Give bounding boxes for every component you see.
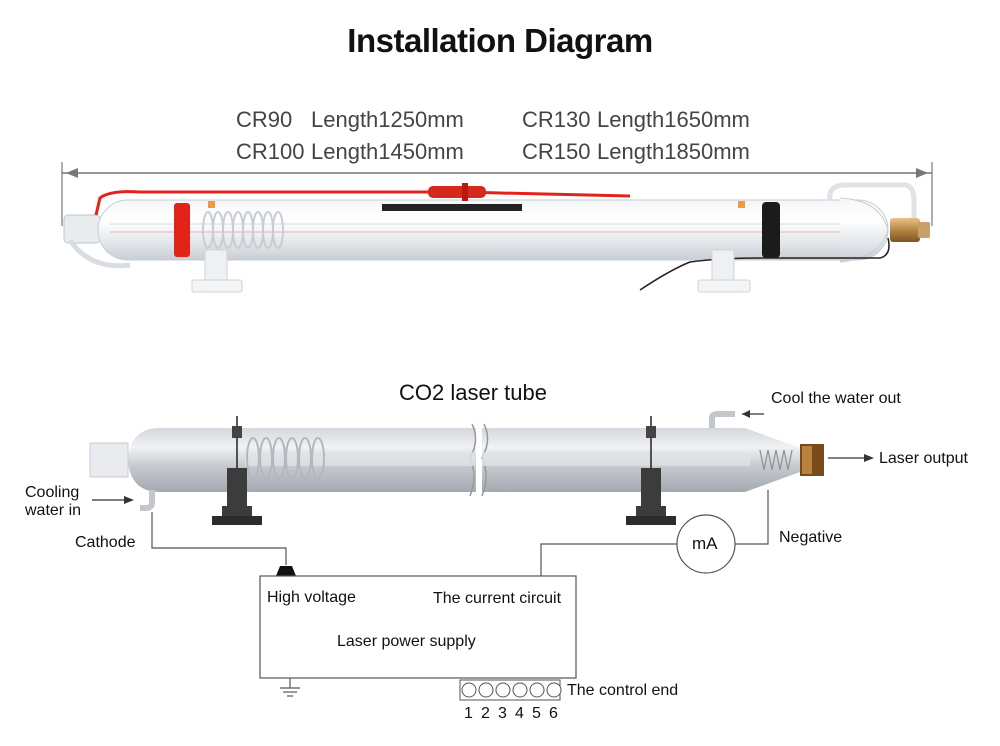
meter-label: mA xyxy=(692,534,718,553)
page-title: Installation Diagram xyxy=(347,22,653,59)
label-cooling-water-in-line1: Cooling xyxy=(25,484,80,501)
label-cool-water-out: Cool the water out xyxy=(771,390,901,407)
high-voltage-terminal xyxy=(276,566,296,576)
spec-cr90-model: CR90 xyxy=(236,107,293,132)
label-negative: Negative xyxy=(779,529,843,546)
flow-arrows xyxy=(92,410,874,504)
terminal-number: 6 xyxy=(549,705,558,722)
terminal-number: 4 xyxy=(515,705,524,722)
terminal-number: 3 xyxy=(498,705,507,722)
terminal-number: 1 xyxy=(464,705,473,722)
spec-cr130-model: CR130 xyxy=(522,107,591,132)
length-dimension-arrow xyxy=(61,162,933,226)
spec-cr90-length: Length1250mm xyxy=(311,107,464,132)
spec-cr150-length: Length1850mm xyxy=(597,139,750,164)
label-high-voltage: High voltage xyxy=(267,589,356,606)
label-current-circuit: The current circuit xyxy=(433,590,562,607)
milliammeter-icon xyxy=(676,514,736,574)
spec-cr150-model: CR150 xyxy=(522,139,591,164)
wiring xyxy=(151,490,769,697)
label-cathode: Cathode xyxy=(75,534,136,551)
terminal-number: 5 xyxy=(532,705,541,722)
label-control-end: The control end xyxy=(567,682,679,699)
label-laser-output: Laser output xyxy=(879,450,968,467)
spec-cr100-length: Length1450mm xyxy=(311,139,464,164)
label-power-supply: Laser power supply xyxy=(337,633,476,650)
label-cooling-water-in-line2: water in xyxy=(25,502,82,519)
terminal-number: 2 xyxy=(481,705,490,722)
control-terminals xyxy=(459,679,562,701)
diagram-subtitle: CO2 laser tube xyxy=(399,380,547,405)
schematic-tube xyxy=(89,411,824,525)
spec-cr100-model: CR100 xyxy=(236,139,305,164)
tube-photo xyxy=(63,182,930,293)
power-supply-box xyxy=(259,575,577,679)
spec-cr130-length: Length1650mm xyxy=(597,107,750,132)
